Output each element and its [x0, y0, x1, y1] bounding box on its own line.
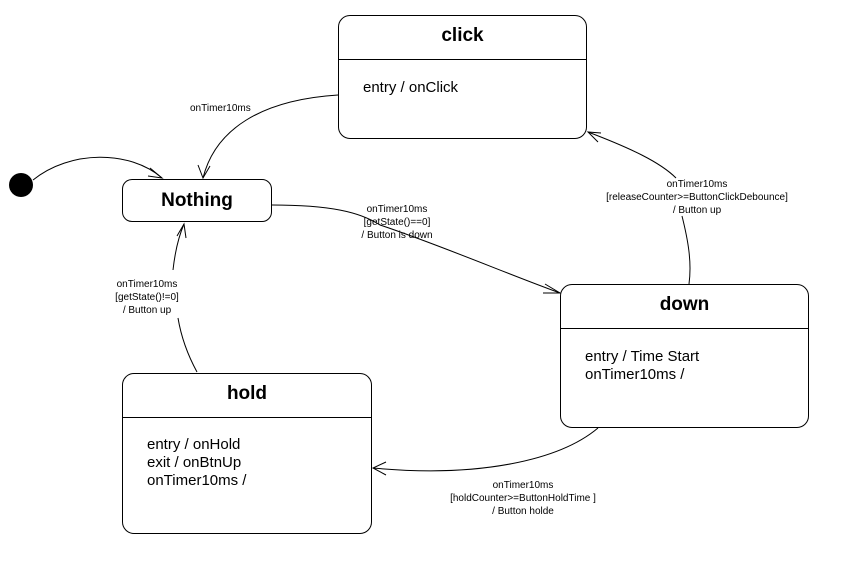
- hold-to-nothing-arrow-upper: [172, 223, 185, 271]
- state-hold[interactable]: hold entry / onHold exit / onBtnUp onTim…: [122, 373, 372, 534]
- initial-pseudostate: [9, 173, 33, 197]
- click-to-nothing-arrowhead: [197, 164, 211, 180]
- transition-label-line: [holdCounter>=ButtonHoldTime ]: [450, 493, 596, 504]
- state-down-action: entry / Time Start: [585, 348, 700, 365]
- click-to-nothing-arrow: [202, 94, 339, 179]
- state-click-divider: [339, 59, 586, 60]
- transition-label-hold-to-nothing: onTimer10ms [getState()!=0] / Button up: [100, 278, 194, 317]
- state-click-title: click: [441, 25, 484, 46]
- state-down[interactable]: down entry / Time Start onTimer10ms /: [560, 284, 809, 428]
- transition-label-line: / Button is down: [361, 230, 433, 241]
- transition-label-line: onTimer10ms: [492, 480, 554, 491]
- down-to-click-arrow: [681, 215, 691, 285]
- state-click-action: entry / onClick: [363, 79, 459, 96]
- transition-label-click-to-nothing: onTimer10ms: [190, 102, 251, 115]
- state-hold-actions: entry / onHold exit / onBtnUp onTimer10m…: [147, 436, 246, 490]
- state-hold-action: entry / onHold: [147, 436, 241, 453]
- transition-label-line: / Button up: [672, 205, 722, 216]
- hold-to-nothing-arrow: [177, 317, 198, 373]
- transition-label-line: [releaseCounter>=ButtonClickDebounce]: [606, 192, 788, 203]
- state-hold-divider: [123, 417, 371, 418]
- nothing-to-down-arrow: [271, 204, 561, 294]
- down-to-hold-arrow: [372, 427, 599, 472]
- down-to-click-arrowhead: [586, 131, 602, 143]
- state-hold-action: exit / onBtnUp: [147, 454, 242, 471]
- down-to-hold-arrowhead: [371, 461, 387, 476]
- transition-label-down-to-click: onTimer10ms [releaseCounter>=ButtonClick…: [592, 178, 802, 217]
- transition-label-line: [getState()==0]: [363, 217, 431, 228]
- transition-label-line: onTimer10ms: [190, 103, 251, 114]
- state-down-action: onTimer10ms /: [585, 366, 685, 383]
- state-down-title: down: [659, 294, 710, 315]
- transition-label-line: / Button holde: [492, 506, 554, 517]
- hold-to-nothing-arrowhead: [176, 222, 187, 239]
- transition-label-line: onTimer10ms: [366, 204, 428, 215]
- transition-label-nothing-to-down: onTimer10ms [getState()==0] / Button is …: [342, 203, 452, 242]
- transition-label-line: onTimer10ms: [666, 179, 728, 190]
- down-to-click-arrow-upper: [587, 131, 677, 179]
- state-click-actions: entry / onClick: [363, 79, 458, 97]
- state-down-actions: entry / Time Start onTimer10ms /: [585, 348, 699, 384]
- state-hold-title: hold: [226, 383, 268, 404]
- transition-label-down-to-hold: onTimer10ms [holdCounter>=ButtonHoldTime…: [438, 479, 608, 518]
- transition-label-line: [getState()!=0]: [115, 292, 179, 303]
- transition-label-line: / Button up: [122, 305, 172, 316]
- transition-label-line: onTimer10ms: [116, 279, 178, 290]
- nothing-to-down-arrowhead: [543, 283, 562, 294]
- initial-transition-arrow: [32, 156, 163, 181]
- state-hold-action: onTimer10ms /: [147, 472, 247, 489]
- state-nothing[interactable]: Nothing: [122, 179, 272, 222]
- state-nothing-title: Nothing: [161, 189, 233, 211]
- state-down-divider: [561, 328, 808, 329]
- initial-transition-arrowhead: [147, 167, 164, 179]
- state-click[interactable]: click entry / onClick: [338, 15, 587, 139]
